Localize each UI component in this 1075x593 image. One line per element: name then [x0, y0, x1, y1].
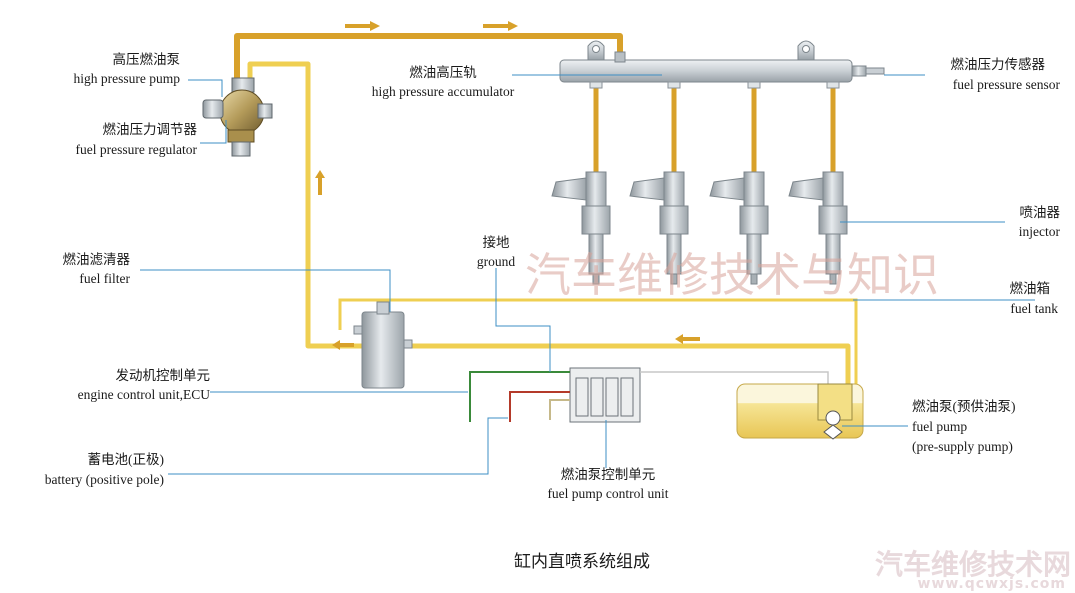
filter-label-cn: 燃油滤清器 — [63, 251, 131, 267]
fuel-filter — [353, 301, 413, 389]
flow-arrow-icon — [345, 21, 518, 31]
logo-text: 汽车维修技术网 — [875, 548, 1071, 581]
logo-url: www.qcwxjs.com — [918, 576, 1066, 592]
fuel-pump-control-unit — [569, 367, 641, 423]
flow-arrow-icon — [315, 170, 700, 350]
accumulator-label-en: high pressure accumulator — [372, 84, 515, 99]
ecu-label-cn: 发动机控制单元 — [116, 368, 211, 383]
pump-label-en1: fuel pump — [912, 419, 967, 434]
fpcu-label-cn: 燃油泵控制单元 — [561, 466, 656, 482]
sensor-label-cn: 燃油压力传感器 — [951, 56, 1046, 72]
battery-label-en: battery (positive pole) — [45, 472, 164, 487]
hp-pump-label-cn: 高压燃油泵 — [113, 51, 181, 67]
injector-feed-lines — [593, 84, 836, 172]
fuel-tank — [736, 383, 864, 440]
injector-label-en: injector — [1019, 224, 1061, 239]
ground-label-cn: 接地 — [483, 234, 510, 250]
hp-pump-label-en: high pressure pump — [74, 71, 181, 86]
watermark-text: 汽车维修技术与知识 — [525, 248, 939, 302]
site-logo: 汽车维修技术网 www.qcwxjs.com — [875, 548, 1071, 592]
injector-group — [551, 171, 848, 285]
tank-to-filter-line — [404, 343, 851, 392]
pump-label-en2: (pre-supply pump) — [912, 439, 1013, 454]
sensor-label-en: fuel pressure sensor — [953, 77, 1061, 92]
regulator-label-cn: 燃油压力调节器 — [103, 121, 198, 137]
pump-label-cn: 燃油泵(预供油泵) — [912, 398, 1016, 414]
high-pressure-line — [234, 33, 623, 80]
high-pressure-accumulator — [559, 40, 853, 83]
fpcu-label-en: fuel pump control unit — [547, 486, 668, 501]
tank-label-cn: 燃油箱 — [1010, 280, 1051, 296]
tank-label-en: fuel tank — [1010, 301, 1058, 316]
injector — [709, 171, 769, 285]
ecu-label-en: engine control unit,ECU — [78, 387, 211, 402]
ground-label-en: ground — [477, 254, 515, 269]
injector — [788, 171, 848, 285]
filter-label-en: fuel filter — [79, 271, 130, 286]
injector — [629, 171, 689, 285]
high-pressure-pump — [202, 77, 273, 157]
filter-branch-line — [338, 298, 858, 392]
accumulator-label-cn: 燃油高压轨 — [409, 64, 477, 80]
fuel-pressure-sensor — [851, 65, 885, 77]
leader-lines — [140, 74, 1035, 475]
rail-ports — [589, 81, 840, 89]
regulator-label-en: fuel pressure regulator — [76, 142, 198, 157]
figure-caption: 缸内直喷系统组成 — [514, 551, 650, 572]
injector — [551, 171, 611, 285]
injector-label-cn: 喷油器 — [1020, 205, 1061, 220]
battery-label-cn: 蓄电池(正极) — [88, 452, 165, 467]
labels: 高压燃油泵 high pressure pump 燃油压力调节器 fuel pr… — [45, 51, 1061, 501]
low-pressure-supply-line — [247, 61, 362, 349]
